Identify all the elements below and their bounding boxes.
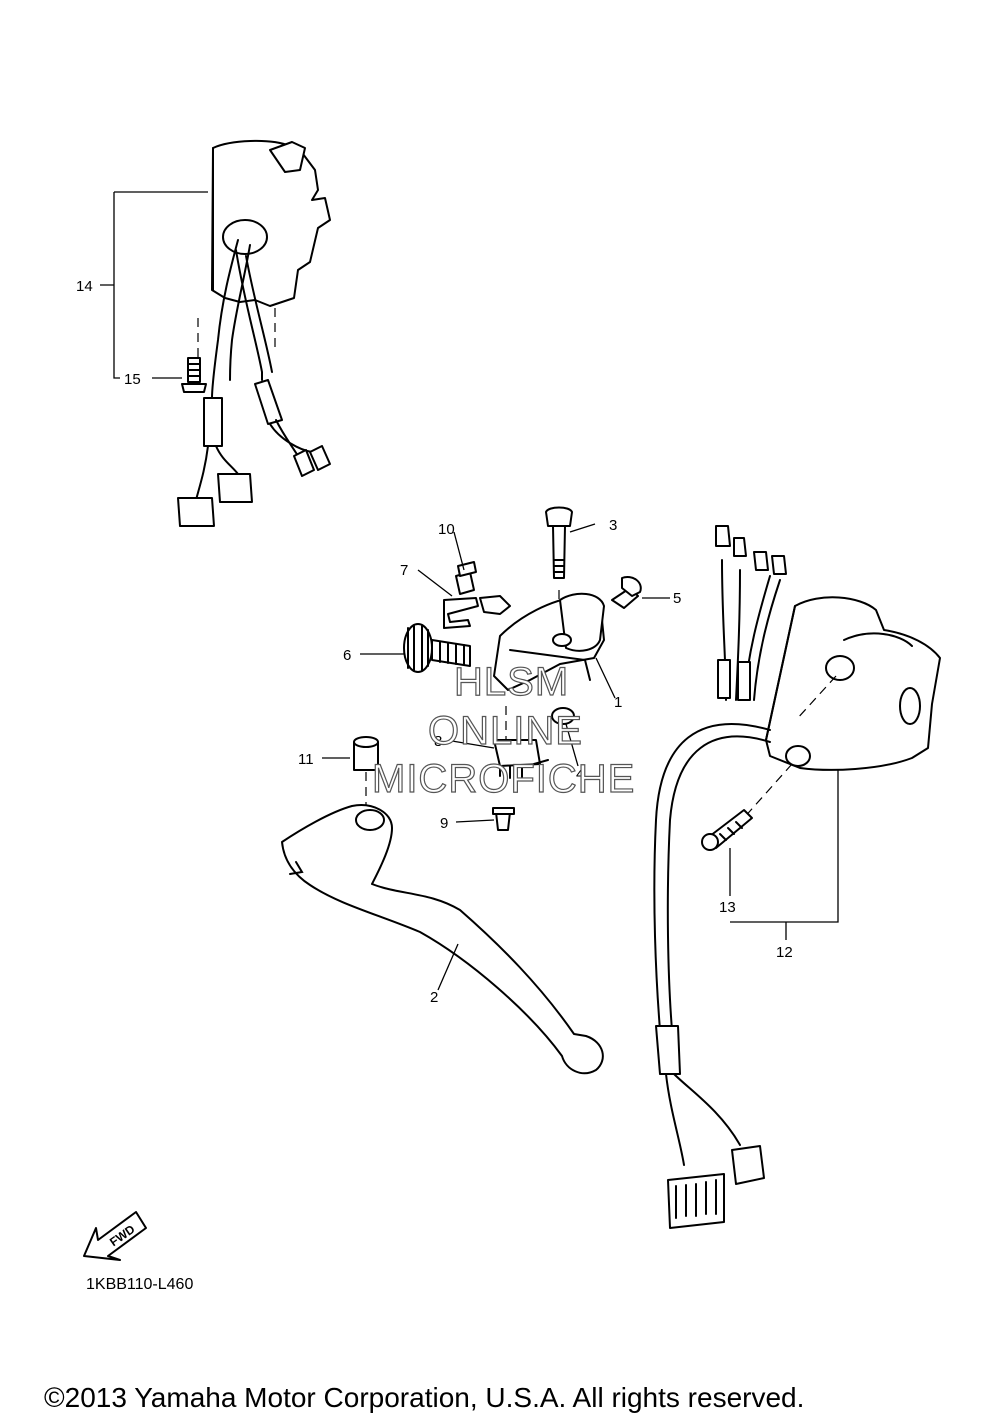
callouts: 1 2 3 4 5 6 7 8 9 10 11 12 13 14 15 — [76, 278, 793, 1006]
watermark-line-3: MICROFICHE — [372, 757, 635, 801]
callout-15: 15 — [124, 371, 141, 388]
callout-3: 3 — [609, 517, 617, 534]
right-handlebar-switch — [653, 525, 941, 1229]
callout-7: 7 — [400, 562, 408, 579]
callout-2: 2 — [430, 989, 438, 1006]
callout-11: 11 — [298, 751, 314, 768]
left-handlebar-switch — [177, 139, 331, 527]
callout-12: 12 — [776, 944, 793, 961]
callout-6: 6 — [343, 647, 351, 664]
callout-13: 13 — [719, 899, 736, 916]
watermark-line-2: ONLINE — [428, 709, 583, 753]
callout-5: 5 — [673, 590, 681, 607]
callout-10: 10 — [438, 521, 455, 538]
lever — [281, 804, 604, 1075]
leader-lines — [100, 191, 839, 991]
watermark: HLSM ONLINE MICROFICHE — [371, 659, 635, 801]
lever-holder-assembly — [353, 506, 642, 831]
callout-4: 4 — [576, 766, 584, 783]
callout-9: 9 — [440, 815, 448, 832]
callout-8: 8 — [434, 733, 442, 750]
callout-14: 14 — [76, 278, 93, 295]
fwd-arrow-icon: FWD — [83, 1211, 147, 1261]
copyright-notice: ©2013 Yamaha Motor Corporation, U.S.A. A… — [44, 1382, 804, 1413]
watermark-line-1: HLSM — [454, 660, 569, 704]
callout-1: 1 — [614, 694, 622, 711]
drawing-code: 1KBB110-L460 — [86, 1276, 193, 1293]
